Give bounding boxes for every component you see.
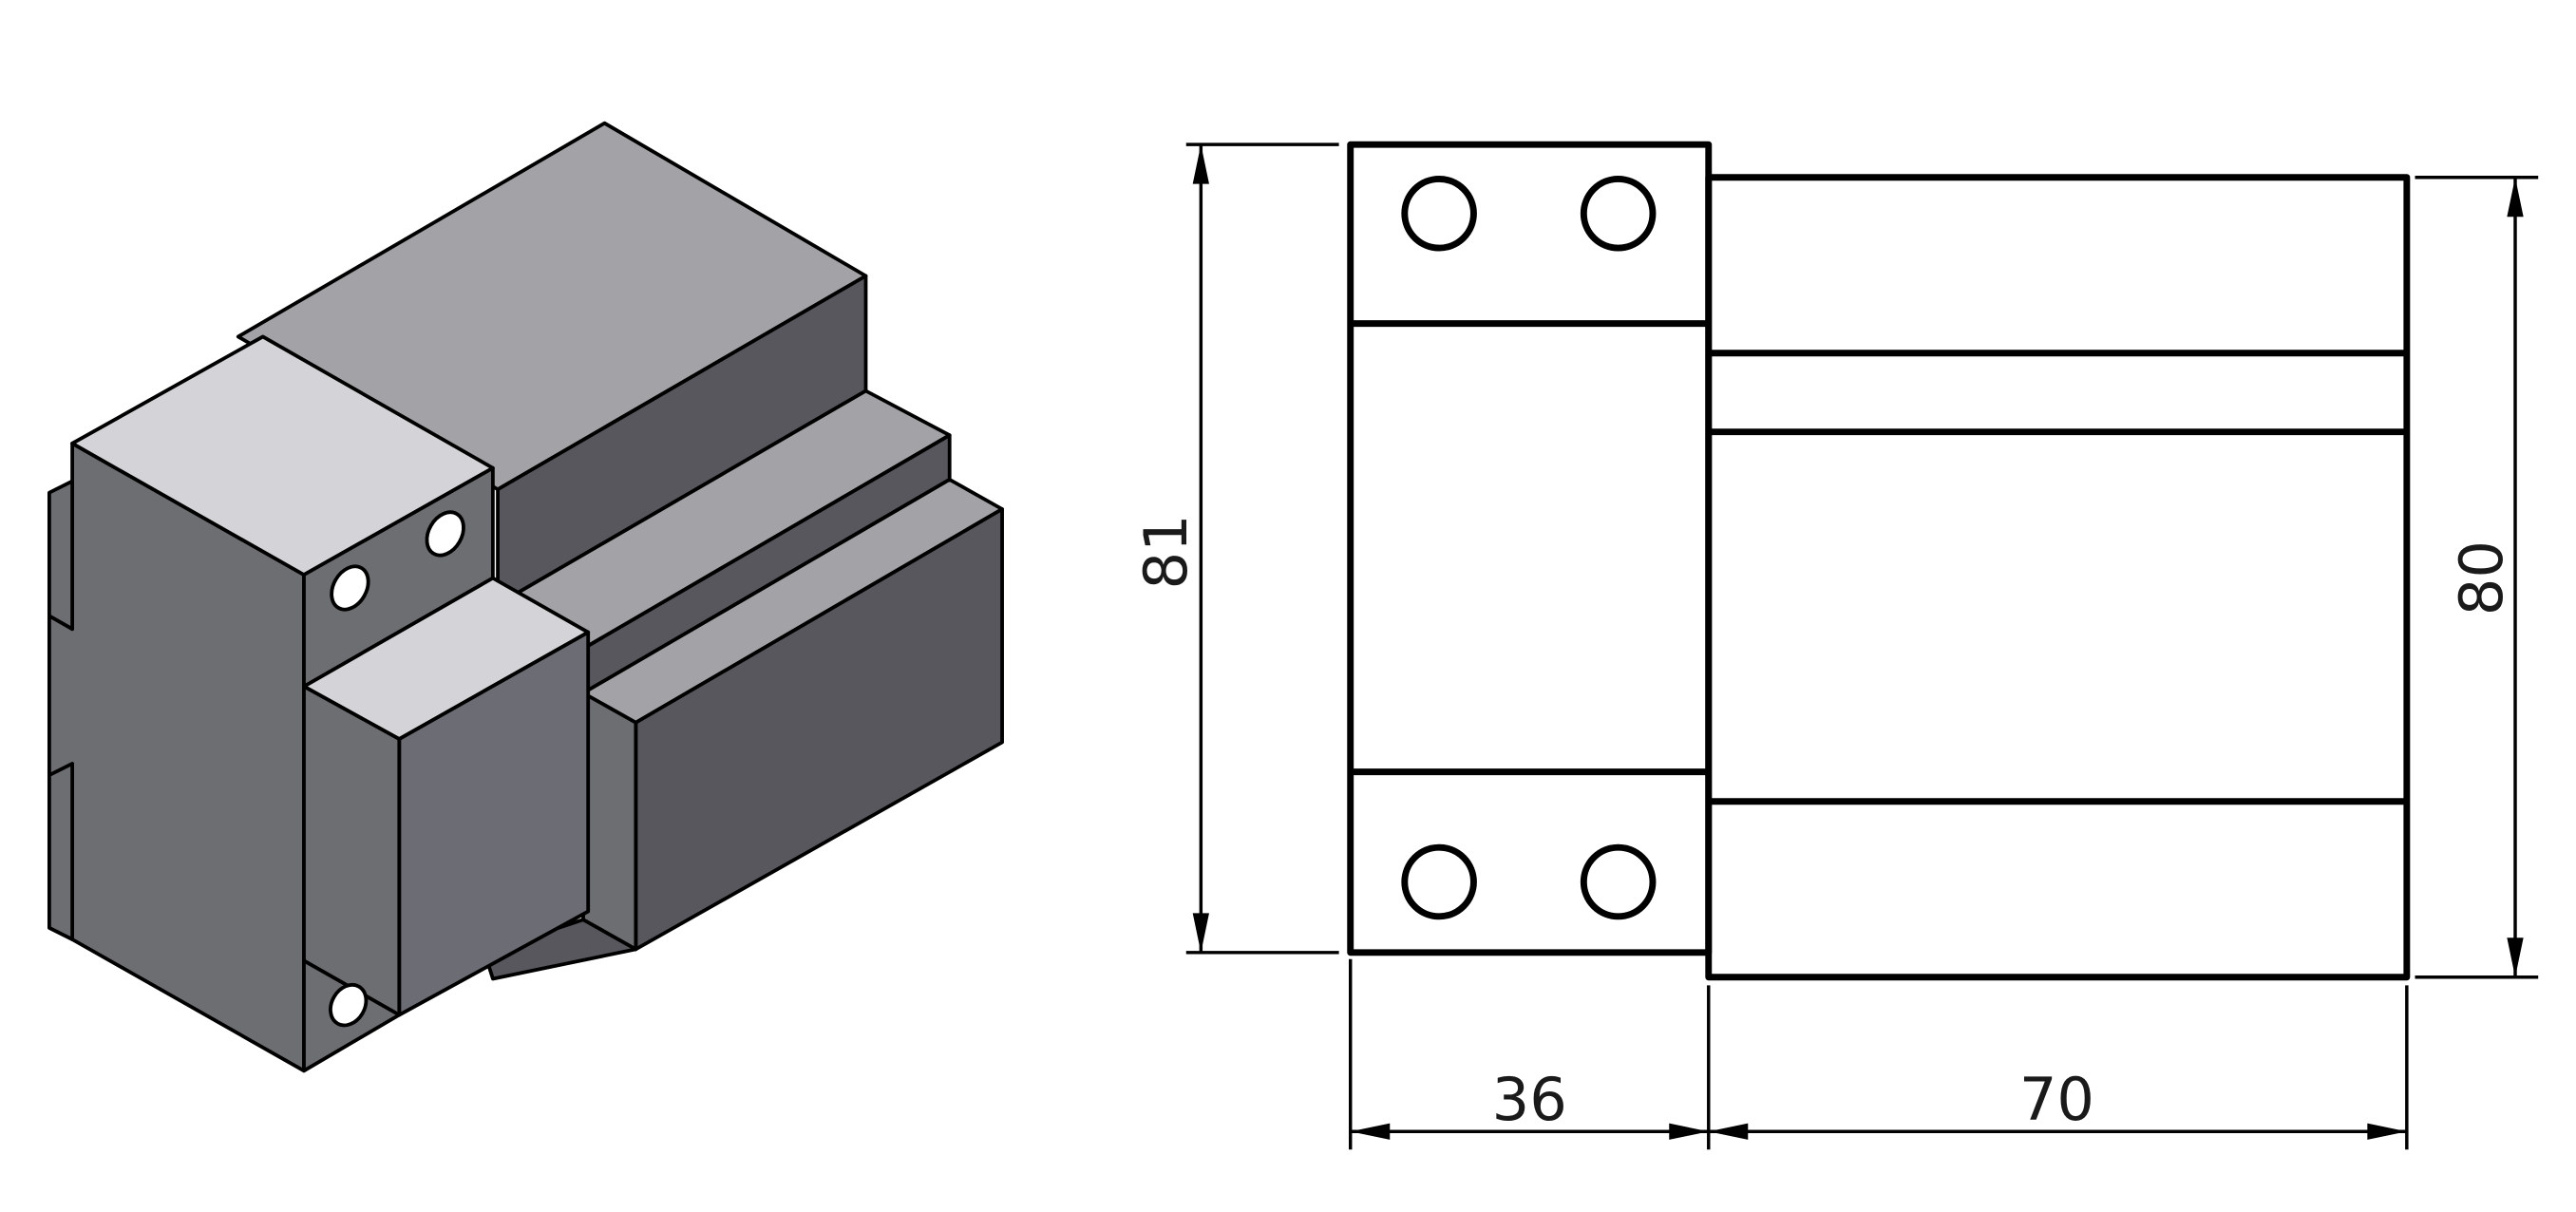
dimension-label-36: 36	[1492, 1065, 1567, 1134]
terminal-circle-bottom-right	[1580, 843, 1657, 920]
screw-hole-upper-right	[425, 510, 465, 558]
arrowhead	[1669, 1123, 1709, 1140]
arrowhead	[1350, 1123, 1391, 1140]
screw-hole-lower	[329, 982, 369, 1028]
isometric-view	[47, 121, 1004, 1073]
dimension-label-70: 70	[2019, 1065, 2094, 1134]
terminal-circle-bottom-left	[1401, 843, 1477, 920]
terminal-circle-top-left	[1401, 176, 1477, 252]
dimension-label-80: 80	[2447, 540, 2516, 615]
dimension-label-81: 81	[1131, 514, 1201, 589]
arrowhead	[2367, 1123, 2407, 1140]
arrowhead	[2507, 177, 2524, 218]
right-module-outline	[1705, 174, 2411, 981]
front-block-side-face	[581, 691, 638, 952]
rail-tab-lower	[47, 762, 75, 941]
front-cover-left-face	[302, 684, 402, 1017]
terminal-circle-top-right	[1580, 176, 1657, 252]
rail-tab-upper	[47, 479, 75, 632]
orthographic-view: 36 70 81 80	[1131, 141, 2539, 1150]
left-module-outline	[1347, 141, 1713, 956]
arrowhead	[1192, 144, 1209, 184]
arrowhead	[1708, 1123, 1749, 1140]
arrowhead	[1192, 913, 1209, 953]
arrowhead	[2507, 937, 2524, 977]
screw-hole-upper-left	[330, 564, 370, 612]
